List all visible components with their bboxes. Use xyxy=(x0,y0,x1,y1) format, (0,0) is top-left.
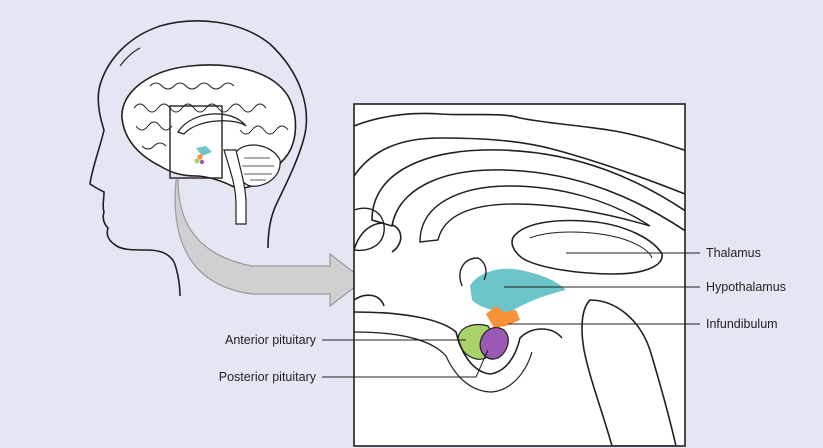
zoom-source-box xyxy=(169,105,223,179)
zoom-cortex-folds xyxy=(354,112,685,307)
small-corpus-callosum xyxy=(177,113,247,135)
zoom-anterior-lobe xyxy=(354,207,385,252)
thalamus-label: Thalamus xyxy=(706,246,761,260)
head-silhouette xyxy=(89,20,308,297)
hypothalamus-label: Hypothalamus xyxy=(706,280,786,294)
zoom-hypothalamus xyxy=(470,268,566,312)
zoom-arrow xyxy=(174,179,365,308)
head-ear-detail xyxy=(119,47,141,67)
small-brain-gyri xyxy=(133,82,289,150)
zoom-thalamus-inner xyxy=(529,231,653,259)
zoom-brainstem xyxy=(581,299,677,446)
zoom-thalamus xyxy=(511,219,663,275)
anterior-pituitary-label: Anterior pituitary xyxy=(225,333,317,347)
small-brainstem xyxy=(223,149,247,225)
zoom-infundibulum xyxy=(486,306,520,328)
small-cerebellum-folds xyxy=(242,157,274,181)
zoom-panel-border xyxy=(353,103,686,447)
zoom-optic-area xyxy=(459,257,487,287)
posterior-pituitary-label: Posterior pituitary xyxy=(219,370,317,384)
infundibulum-label: Infundibulum xyxy=(706,317,778,331)
small-infundibulum xyxy=(197,154,203,160)
posterior-pituitary-leader xyxy=(322,349,489,378)
zoom-panel-content xyxy=(354,112,685,446)
zoom-sella-turcica xyxy=(354,311,563,375)
small-posterior-pituitary xyxy=(199,159,205,165)
small-anterior-pituitary xyxy=(194,158,200,164)
small-hypothalamus xyxy=(196,146,212,156)
zoom-corpus-callosum xyxy=(371,149,685,232)
zoom-fornix xyxy=(419,185,651,243)
zoom-sphenoid-bone xyxy=(354,331,533,393)
small-brain xyxy=(121,64,297,225)
